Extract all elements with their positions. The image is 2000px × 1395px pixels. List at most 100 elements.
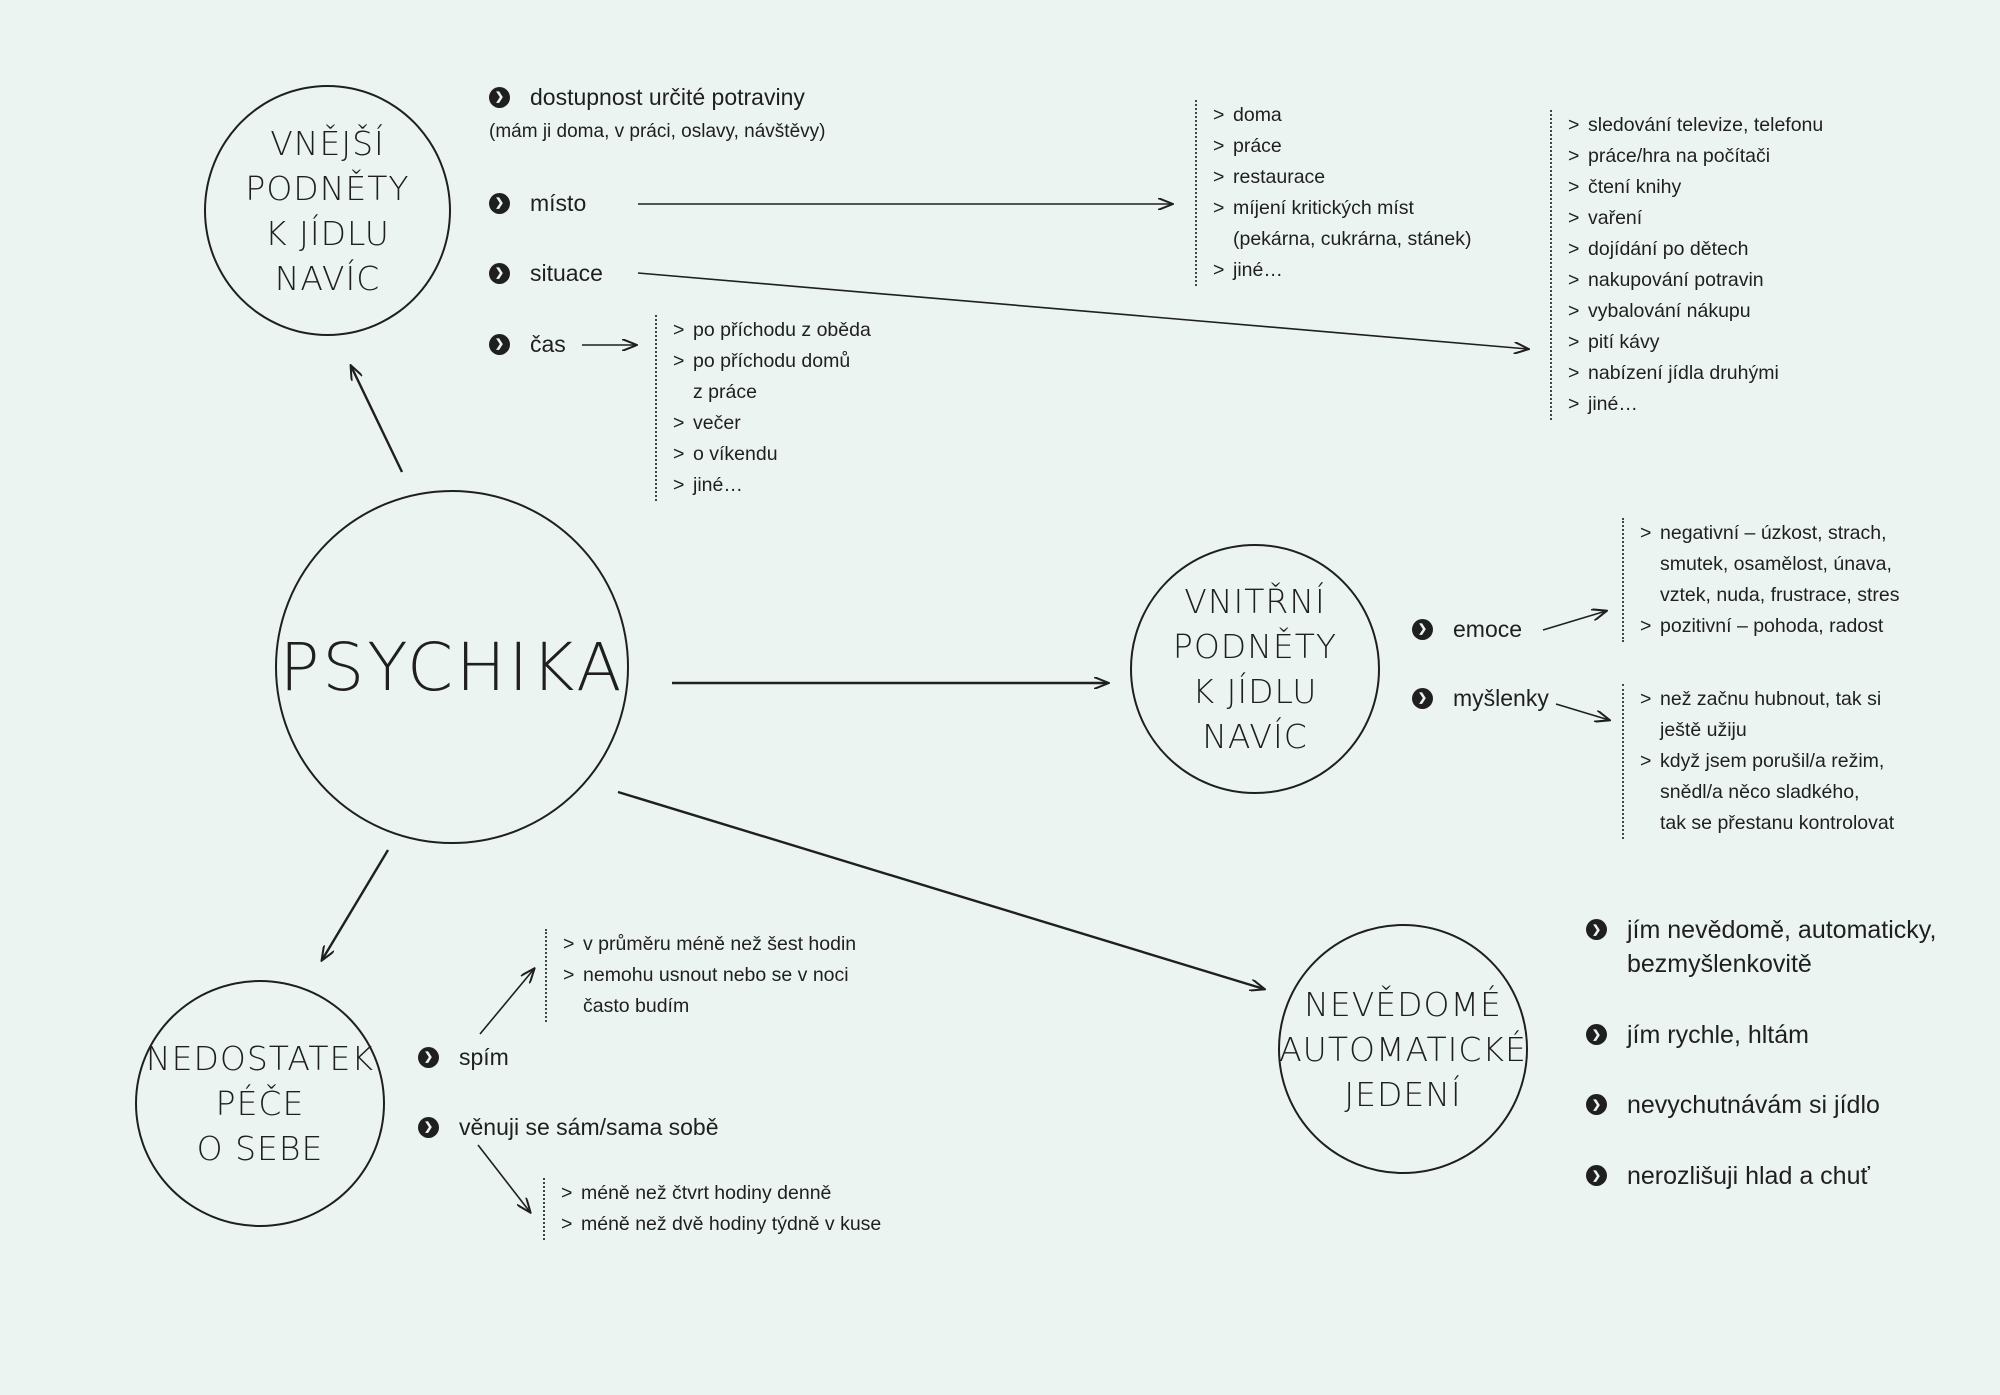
item-label: čas — [530, 331, 566, 357]
list-item: >pití kávy — [1568, 327, 1823, 358]
center-label: PSYCHIKA — [279, 628, 625, 706]
list-marker: > — [1568, 331, 1580, 353]
node-label: AUTOMATICKÉ — [1279, 1029, 1527, 1069]
list-item: >vaření — [1568, 203, 1823, 234]
arrow-self-to-list — [477, 1144, 530, 1212]
node-lack-of-selfcare: NEDOSTATEK PÉČE O SEBE — [135, 980, 385, 1227]
emotions-list: >negativní – úzkost, strach, smutek, osa… — [1622, 518, 1900, 642]
item-label: místo — [530, 190, 587, 216]
list-item: >vybalování nákupu — [1568, 296, 1823, 327]
item-label: nerozlišuji hlad a chuť — [1627, 1162, 1870, 1190]
node-label: K JÍDLU — [265, 213, 390, 253]
item-unconscious-3: ❯ nevychutnávám si jídlo — [1586, 1088, 1880, 1122]
node-label: JEDENÍ — [1344, 1074, 1462, 1114]
list-marker: > — [1213, 104, 1225, 126]
list-marker: > — [1568, 176, 1580, 198]
node-label: O SEBE — [196, 1129, 324, 1168]
availability-note: (mám ji doma, v práci, oslavy, návštěvy) — [489, 121, 826, 142]
list-marker: > — [1640, 750, 1652, 772]
item-situation: ❯ situace — [489, 258, 603, 288]
arrow-center-to-unconscious — [617, 790, 1264, 989]
list-item: >pozitivní – pohoda, radost — [1640, 611, 1900, 642]
list-item: >po příchodu domů z práce — [673, 346, 871, 408]
list-item: >než začnu hubnout, tak si ještě užiju — [1640, 684, 1894, 746]
item-label: spím — [459, 1044, 509, 1070]
chevron-circle-icon: ❯ — [489, 192, 510, 214]
item-unconscious-4: ❯ nerozlišuji hlad a chuť — [1586, 1159, 1870, 1193]
list-marker: > — [673, 350, 685, 372]
item-label: myšlenky — [1453, 685, 1549, 711]
self-time-list: >méně než čtvrt hodiny denně >méně než d… — [543, 1178, 881, 1240]
list-item: >v průměru méně než šest hodin — [563, 929, 856, 960]
list-marker: > — [561, 1182, 573, 1204]
list-item: >doma — [1213, 100, 1471, 131]
list-item: >míjení kritických míst (pekárna, cukrár… — [1213, 193, 1471, 255]
list-item: >čtení knihy — [1568, 172, 1823, 203]
list-marker: > — [1568, 114, 1580, 136]
item-self-time: ❯ věnuji se sám/sama sobě — [418, 1112, 719, 1142]
sleep-list: >v průměru méně než šest hodin >nemohu u… — [545, 929, 856, 1022]
list-marker: > — [1568, 238, 1580, 260]
item-thoughts: ❯ myšlenky — [1412, 683, 1549, 713]
arrow-center-to-selfcare — [322, 849, 390, 960]
item-label: situace — [530, 260, 603, 286]
item-place: ❯ místo — [489, 188, 586, 218]
list-marker: > — [1213, 259, 1225, 281]
list-marker: > — [1568, 269, 1580, 291]
chevron-circle-icon: ❯ — [489, 333, 510, 355]
node-label: PODNĚTY — [245, 168, 410, 208]
arrow-emotions-to-list — [1542, 611, 1606, 631]
item-label: jím rychle, hltám — [1627, 1021, 1809, 1049]
list-item: >restaurace — [1213, 162, 1471, 193]
arrow-sleep-to-list — [479, 969, 534, 1035]
list-item: >méně než dvě hodiny týdně v kuse — [561, 1209, 881, 1240]
list-marker: > — [1568, 145, 1580, 167]
chevron-circle-icon: ❯ — [489, 86, 510, 108]
list-item: >práce/hra na počítači — [1568, 141, 1823, 172]
list-item: >méně než čtvrt hodiny denně — [561, 1178, 881, 1209]
list-marker: > — [563, 933, 575, 955]
chevron-circle-icon: ❯ — [1586, 1165, 1607, 1186]
node-external-triggers: VNĚJŠÍ PODNĚTY K JÍDLU NAVÍC — [204, 85, 451, 336]
arrow-thoughts-to-list — [1555, 703, 1609, 720]
item-emotions: ❯ emoce — [1412, 614, 1522, 644]
list-item: >nabízení jídla druhými — [1568, 358, 1823, 389]
list-marker: > — [1568, 207, 1580, 229]
node-internal-triggers: VNITŘNÍ PODNĚTY K JÍDLU NAVÍC — [1130, 544, 1380, 794]
list-marker: > — [673, 412, 685, 434]
list-item: >dojídání po dětech — [1568, 234, 1823, 265]
node-label: VNĚJŠÍ — [270, 123, 385, 163]
chevron-circle-icon: ❯ — [418, 1116, 439, 1138]
item-label: nevychutnávám si jídlo — [1627, 1091, 1880, 1119]
place-list: >doma >práce >restaurace >míjení kritick… — [1195, 100, 1471, 286]
list-item: >o víkendu — [673, 439, 871, 470]
node-center-psychika: PSYCHIKA — [275, 490, 629, 844]
node-unconscious-eating: NEVĚDOMÉ AUTOMATICKÉ JEDENÍ — [1278, 924, 1528, 1174]
list-item: >jiné… — [673, 470, 871, 501]
list-marker: > — [561, 1213, 573, 1235]
list-item: >jiné… — [1568, 389, 1823, 420]
list-item: >po příchodu z oběda — [673, 315, 871, 346]
arrow-center-to-external — [351, 366, 404, 473]
list-item: >jiné… — [1213, 255, 1471, 286]
node-label: NAVÍC — [1202, 717, 1308, 756]
time-list: >po příchodu z oběda >po příchodu domů z… — [655, 315, 871, 501]
list-marker: > — [1568, 362, 1580, 384]
node-label: NAVÍC — [274, 258, 381, 298]
chevron-circle-icon: ❯ — [1412, 687, 1433, 709]
situation-list: >sledování televize, telefonu >práce/hra… — [1550, 110, 1823, 420]
thoughts-list: >než začnu hubnout, tak si ještě užiju >… — [1622, 684, 1894, 839]
list-item: >negativní – úzkost, strach, smutek, osa… — [1640, 518, 1900, 611]
list-marker: > — [1640, 615, 1652, 637]
chevron-circle-icon: ❯ — [1412, 618, 1433, 640]
list-item: >sledování televize, telefonu — [1568, 110, 1823, 141]
list-marker: > — [1568, 300, 1580, 322]
item-availability: ❯ dostupnost určité potraviny — [489, 82, 805, 112]
item-sleep: ❯ spím — [418, 1042, 509, 1072]
item-label: emoce — [1453, 616, 1523, 642]
chevron-circle-icon: ❯ — [1586, 919, 1607, 940]
node-label: VNITŘNÍ — [1184, 582, 1326, 621]
item-time: ❯ čas — [489, 329, 566, 359]
node-label: NEVĚDOMÉ — [1304, 984, 1502, 1024]
